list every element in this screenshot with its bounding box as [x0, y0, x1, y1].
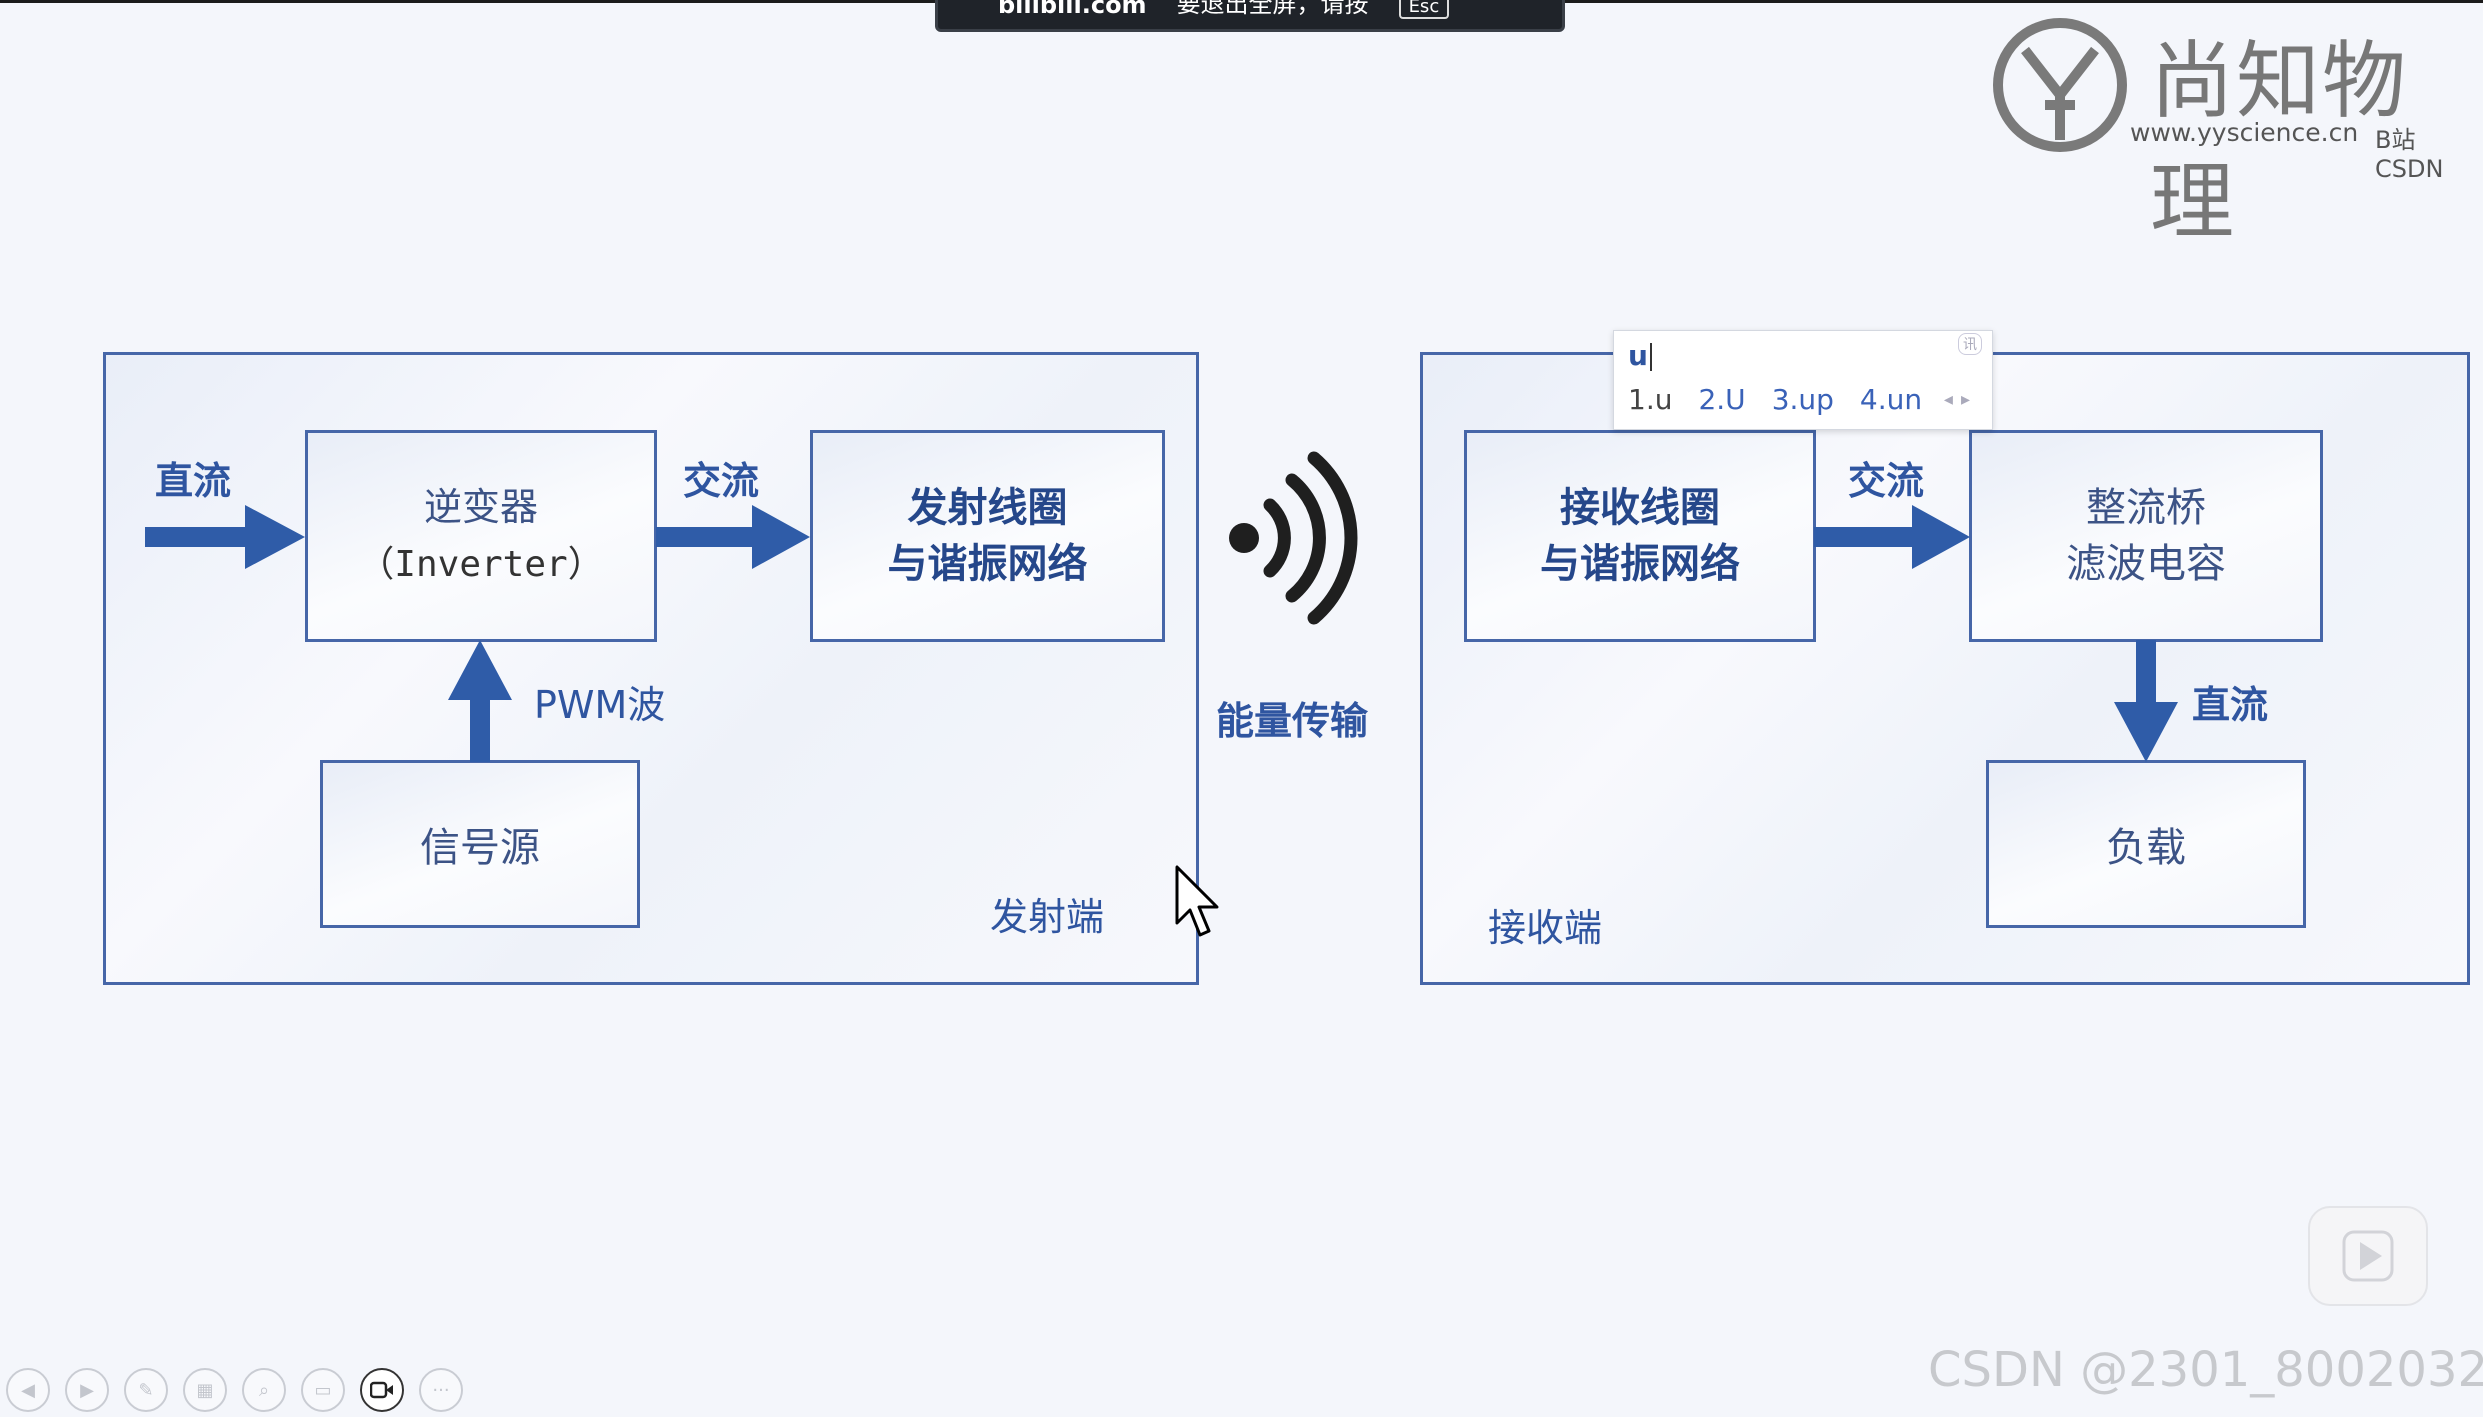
ime-candidate-window[interactable]: u 讯 1.u 2.U 3.up 4.un ◂▸	[1613, 330, 1993, 430]
fullscreen-banner: bilibili.com 要退出全屏，请按 Esc	[935, 0, 1565, 32]
banner-site: bilibili.com	[998, 0, 1147, 19]
text-caret	[1649, 343, 1652, 371]
inverter-box: 逆变器 （Inverter）	[305, 430, 657, 642]
watermark-brand: 尚知物理	[2150, 32, 2409, 251]
tx-coil-line1: 发射线圈	[907, 485, 1068, 531]
esc-key-hint: Esc	[1398, 0, 1450, 19]
watermark-url: www.yyscience.cn	[2130, 118, 2359, 147]
subtitle-icon[interactable]: ▭	[301, 1368, 345, 1412]
energy-transfer-label: 能量传输	[1216, 699, 1369, 743]
rectifier-line2: 滤波电容	[2066, 541, 2226, 587]
ime-candidate[interactable]: 3.up	[1771, 383, 1834, 416]
ac-label-tx: 交流	[683, 459, 760, 503]
mouse-cursor-icon	[1175, 865, 1219, 937]
next-page-icon[interactable]: ▸	[1960, 389, 1978, 410]
load-label: 负载	[2106, 825, 2186, 871]
rx-coil-box: 接收线圈 与谐振网络	[1464, 430, 1816, 642]
zoom-icon[interactable]: ⌕	[242, 1368, 286, 1412]
signal-source-label: 信号源	[420, 825, 540, 871]
transmitter-label: 发射端	[990, 895, 1105, 939]
ime-brand-tag: 讯	[1958, 333, 1982, 355]
watermark-platforms: B站 CSDN	[2375, 126, 2444, 183]
play-icon	[2342, 1230, 2394, 1282]
ac-arrow-tx	[656, 505, 810, 569]
presentation-toolbar: ◀ ▶ ✎ ▦ ⌕ ▭ ···	[6, 1368, 463, 1412]
signal-source-box: 信号源	[320, 760, 640, 928]
logo-icon	[1993, 18, 2127, 152]
more-icon[interactable]: ···	[419, 1368, 463, 1412]
next-icon[interactable]: ▶	[65, 1368, 109, 1412]
ime-page-nav[interactable]: ◂▸	[1944, 389, 1978, 410]
inverter-title: 逆变器	[423, 485, 538, 529]
dc-output-label: 直流	[2192, 683, 2269, 727]
prev-page-icon[interactable]: ◂	[1943, 389, 1961, 410]
ime-input-text: u	[1628, 339, 1652, 372]
pen-icon[interactable]: ✎	[124, 1368, 168, 1412]
grid-icon[interactable]: ▦	[183, 1368, 227, 1412]
ime-input-value: u	[1628, 339, 1648, 372]
dc-output-arrow	[2114, 640, 2178, 762]
dc-input-arrow	[145, 505, 305, 569]
wireless-icon	[1229, 451, 1358, 625]
ime-candidate-list: 1.u 2.U 3.up 4.un	[1628, 383, 1922, 416]
tx-coil-line2: 与谐振网络	[887, 541, 1088, 587]
rectifier-line1: 整流桥	[2086, 485, 2206, 531]
ime-candidate[interactable]: 4.un	[1859, 383, 1923, 416]
inverter-subtitle: （Inverter）	[358, 544, 604, 585]
camera-icon[interactable]	[360, 1368, 404, 1412]
prev-icon[interactable]: ◀	[6, 1368, 50, 1412]
load-box: 负载	[1986, 760, 2306, 928]
ime-candidate[interactable]: 2.U	[1698, 383, 1746, 416]
rx-coil-line1: 接收线圈	[1560, 485, 1720, 531]
banner-text: 要退出全屏，请按	[1176, 0, 1369, 18]
rectifier-box: 整流桥 滤波电容	[1969, 430, 2323, 642]
tx-coil-box: 发射线圈 与谐振网络	[810, 430, 1165, 642]
ac-label-rx: 交流	[1848, 459, 1925, 503]
ime-candidate[interactable]: 1.u	[1628, 383, 1673, 416]
pwm-label: PWM波	[534, 683, 666, 727]
play-button[interactable]	[2308, 1206, 2428, 1306]
pwm-arrow	[448, 640, 512, 762]
rx-coil-line2: 与谐振网络	[1540, 541, 1740, 587]
dc-input-label: 直流	[155, 459, 232, 503]
receiver-label: 接收端	[1488, 906, 1603, 950]
csdn-watermark: CSDN @2301_80020320	[1928, 1342, 2483, 1398]
ac-arrow-rx	[1814, 505, 1970, 569]
